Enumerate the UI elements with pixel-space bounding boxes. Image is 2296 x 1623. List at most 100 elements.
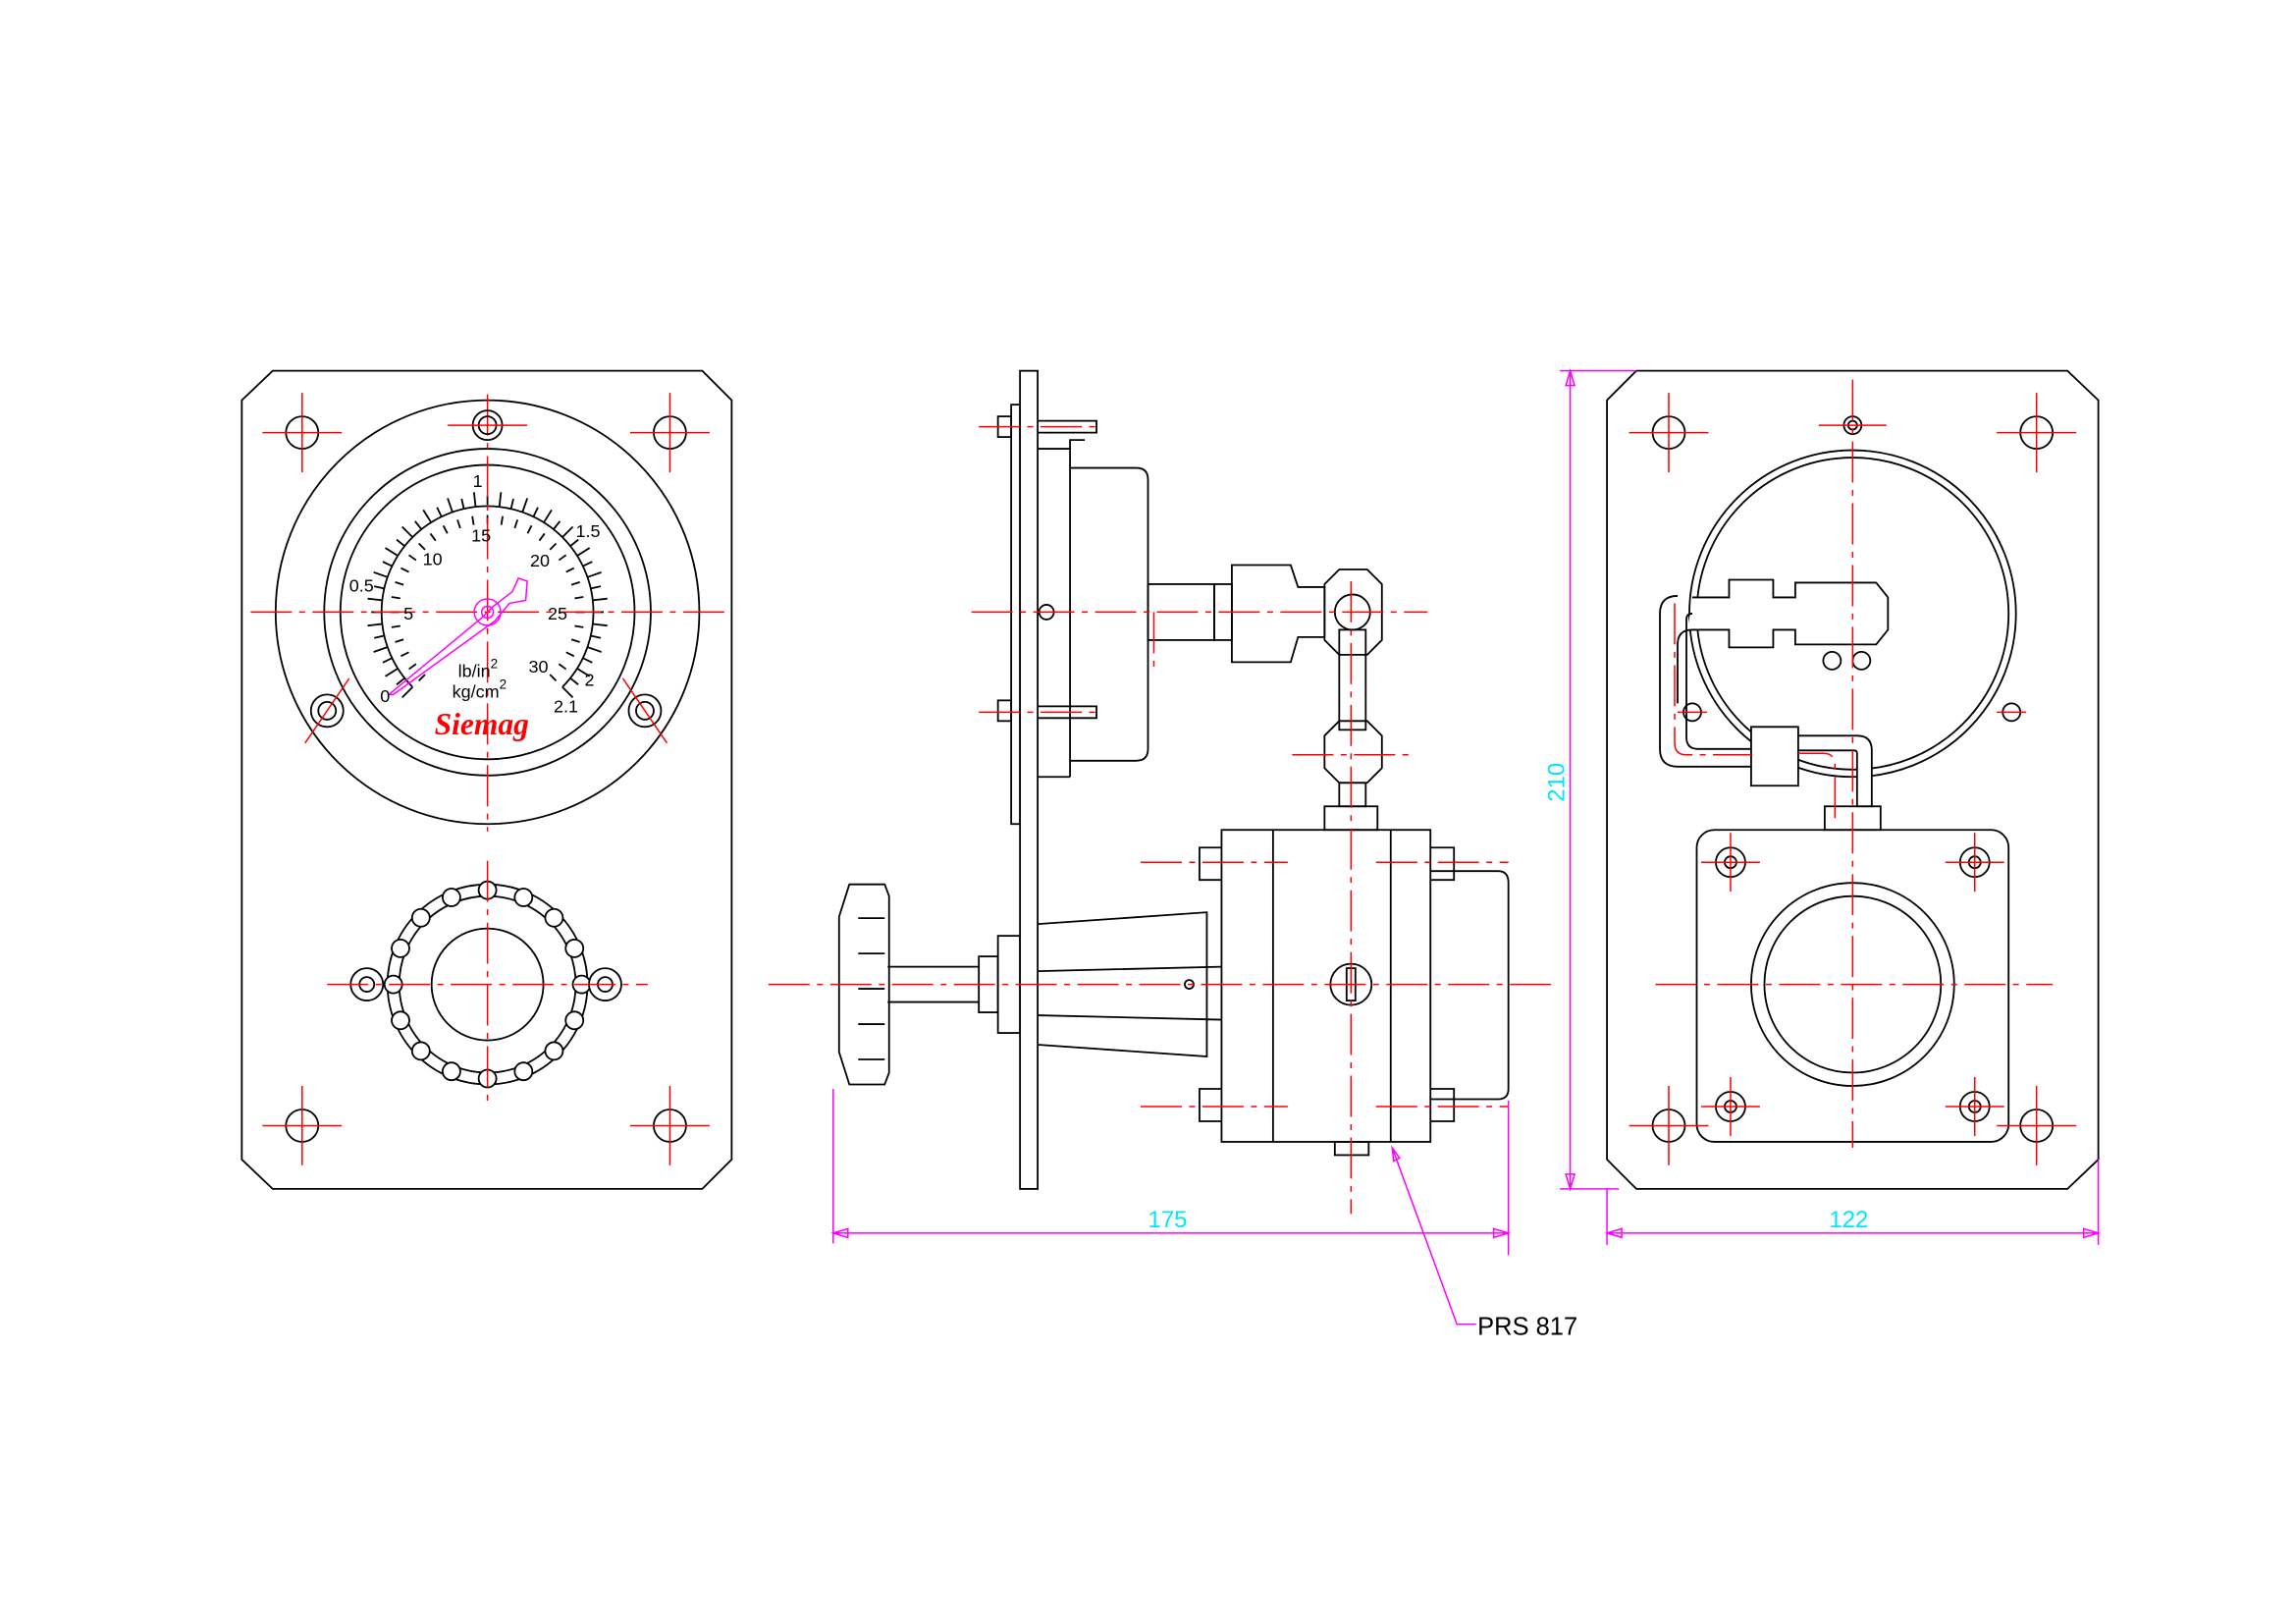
scale-tick bbox=[373, 585, 385, 590]
knurl-notch bbox=[410, 907, 431, 928]
scale-tick bbox=[553, 520, 561, 530]
scale-tick bbox=[447, 498, 454, 513]
scale-label: 15 bbox=[471, 525, 491, 545]
knurl-notch bbox=[564, 938, 585, 958]
scale-tick bbox=[574, 624, 584, 628]
scale-tick bbox=[509, 498, 514, 510]
mount-holes bbox=[262, 393, 710, 1165]
scale-tick bbox=[576, 547, 591, 557]
scale-tick bbox=[396, 677, 405, 685]
scale-tick bbox=[582, 561, 593, 568]
scale-tick bbox=[582, 657, 593, 664]
scale-label: 1.5 bbox=[576, 521, 601, 541]
scale-tick bbox=[391, 596, 400, 600]
scale-tick bbox=[395, 581, 404, 586]
scale-tick bbox=[401, 525, 413, 538]
scale-tick bbox=[587, 570, 602, 578]
scale-tick bbox=[532, 507, 539, 517]
scale-tick bbox=[385, 547, 399, 557]
scale-tick bbox=[558, 554, 567, 562]
scale-tick bbox=[471, 515, 475, 525]
scale-tick bbox=[592, 622, 608, 627]
scale-tick bbox=[549, 542, 558, 551]
scale-tick bbox=[569, 677, 579, 685]
scale-tick bbox=[408, 554, 417, 562]
knurl-notch bbox=[544, 1041, 564, 1061]
knurl-notch bbox=[442, 888, 461, 907]
scale-tick bbox=[401, 686, 413, 698]
scale-label: 0 bbox=[380, 686, 390, 706]
scale-tick bbox=[382, 561, 393, 568]
valve-handwheel bbox=[327, 860, 648, 1109]
knurl-notch bbox=[513, 888, 534, 907]
scale-tick bbox=[500, 515, 504, 525]
front-view: 0.5 1 1.5 2 2.1 0 5 10 15 20 25 30 lb/in… bbox=[240, 369, 733, 1190]
scale-tick bbox=[498, 492, 503, 508]
side-view bbox=[768, 369, 1553, 1215]
scale-tick bbox=[538, 532, 546, 542]
scale-tick bbox=[373, 570, 389, 578]
part-label: PRS 817 bbox=[1477, 1313, 1577, 1340]
scale-tick bbox=[590, 634, 602, 639]
knurl-notch bbox=[391, 1010, 410, 1031]
scale-tick bbox=[429, 532, 437, 542]
rear-view bbox=[1606, 369, 2100, 1190]
scale-tick bbox=[436, 507, 443, 517]
scale-tick bbox=[472, 492, 477, 508]
dimension-175: 175 bbox=[1148, 1207, 1187, 1233]
scale-tick bbox=[558, 663, 567, 671]
scale-tick bbox=[570, 581, 580, 586]
scale-tick bbox=[418, 674, 426, 682]
scale-tick bbox=[587, 646, 602, 653]
scale-label: 10 bbox=[423, 549, 443, 568]
scale-label: 25 bbox=[548, 604, 567, 623]
gauge-needle bbox=[387, 577, 528, 696]
scale-label: 2 bbox=[585, 670, 595, 689]
scale-tick bbox=[565, 567, 575, 573]
scale-tick bbox=[367, 597, 383, 602]
scale-label: 5 bbox=[403, 604, 413, 623]
brand-logo: Siemag bbox=[435, 707, 529, 741]
scale-tick bbox=[592, 597, 608, 602]
knurl-notch bbox=[513, 1061, 534, 1082]
knurl-notch bbox=[391, 938, 410, 958]
scale-tick bbox=[391, 624, 400, 628]
scale-tick bbox=[400, 567, 409, 573]
scale-tick bbox=[569, 538, 579, 547]
scale-tick bbox=[526, 524, 533, 534]
scale-label: 1 bbox=[473, 471, 483, 491]
scale-tick bbox=[408, 663, 417, 671]
dimensions: 175 122 210 PRS 817 bbox=[830, 368, 2102, 1340]
scale-tick bbox=[385, 668, 399, 677]
knurl-notch bbox=[442, 1061, 461, 1082]
scale-tick bbox=[422, 509, 432, 523]
knurl-notch bbox=[410, 1041, 431, 1061]
scale-tick bbox=[561, 686, 574, 698]
scale-tick bbox=[396, 538, 405, 547]
scale-tick bbox=[543, 509, 553, 523]
scale-tick bbox=[373, 646, 389, 653]
scale-tick bbox=[382, 657, 393, 664]
scale-tick bbox=[367, 622, 383, 627]
unit-label: lb/in2 bbox=[458, 656, 498, 680]
unit-label: kg/cm2 bbox=[453, 676, 507, 701]
scale-label: 0.5 bbox=[349, 575, 374, 595]
knurl-notch bbox=[564, 1010, 585, 1031]
scale-tick bbox=[590, 585, 602, 590]
scale-tick bbox=[576, 668, 591, 677]
scale-label: 2.1 bbox=[554, 696, 578, 716]
dimension-210: 210 bbox=[1544, 763, 1571, 802]
scale-label: 20 bbox=[530, 551, 550, 570]
scale-tick bbox=[395, 638, 404, 643]
scale-tick bbox=[460, 498, 465, 510]
scale-tick bbox=[565, 651, 575, 658]
scale-tick bbox=[561, 525, 574, 538]
scale-tick bbox=[456, 519, 461, 529]
scale-tick bbox=[373, 634, 385, 639]
scale-tick bbox=[549, 674, 558, 682]
scale-tick bbox=[570, 638, 580, 643]
scale-tick bbox=[574, 596, 584, 600]
scale-tick bbox=[513, 519, 519, 529]
dimension-122: 122 bbox=[1829, 1207, 1868, 1233]
scale-tick bbox=[400, 651, 409, 658]
